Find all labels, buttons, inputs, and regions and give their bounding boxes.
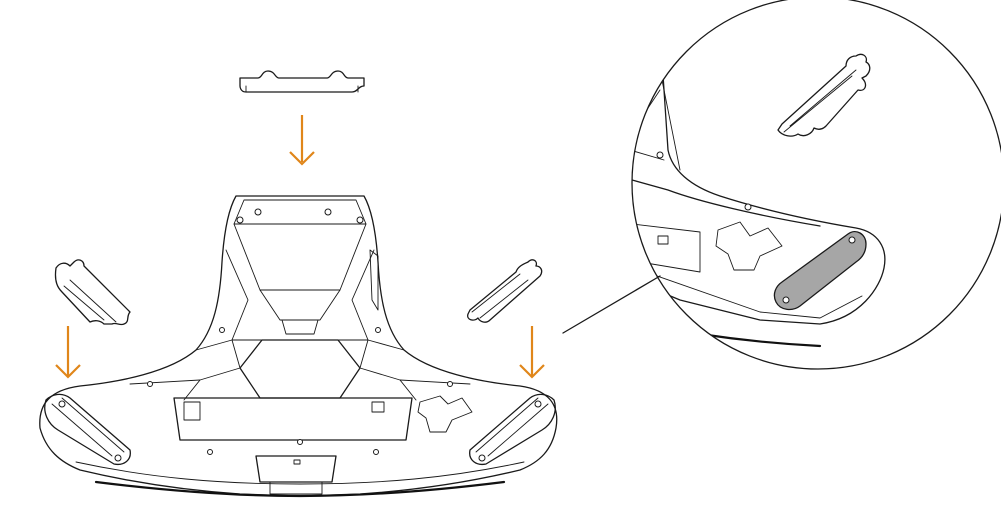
- left-pad: [54, 259, 131, 326]
- arrow-down-icon: [289, 115, 315, 166]
- arrow-down-icon: [55, 326, 81, 379]
- arrow-down-icon: [519, 326, 545, 379]
- installed-pad-highlight: [773, 230, 867, 311]
- callout-line: [562, 275, 661, 334]
- detail-view: [631, 0, 1001, 370]
- top-pad: [239, 70, 365, 93]
- zoom-pad: [777, 53, 871, 137]
- device-body: [39, 195, 558, 498]
- right-pad: [467, 259, 543, 323]
